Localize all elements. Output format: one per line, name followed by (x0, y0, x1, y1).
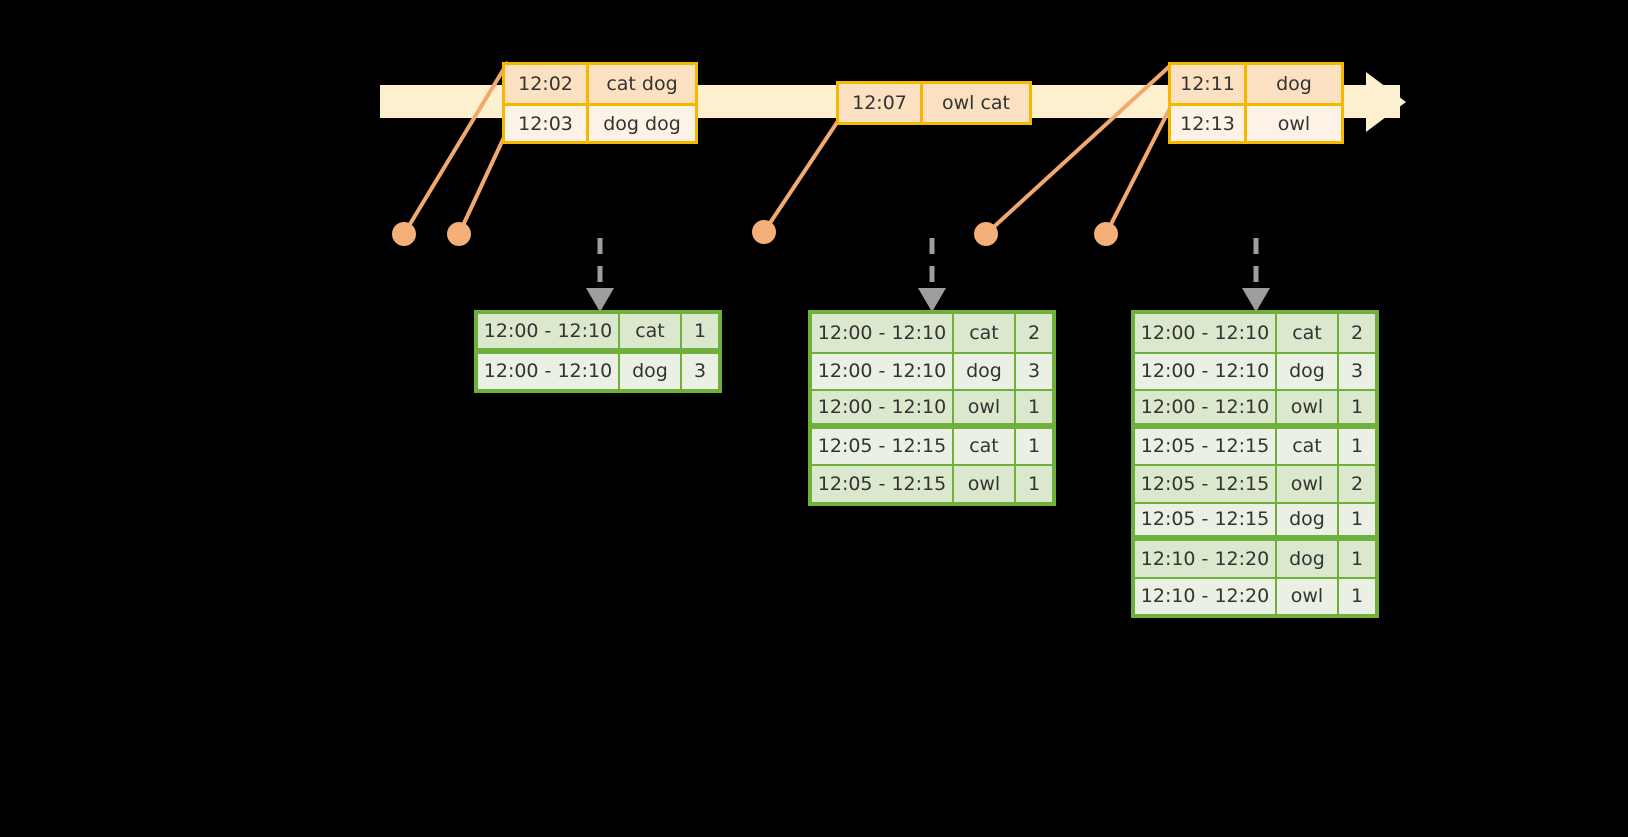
cell-key: cat (954, 314, 1016, 352)
dot-1211 (974, 222, 998, 246)
event-time: 12:11 (1171, 65, 1247, 103)
cell-key: dog (1277, 541, 1339, 577)
cell-window: 12:00 - 12:10 (478, 314, 620, 348)
cell-count: 1 (1027, 395, 1041, 418)
event-time: 12:02 (505, 65, 589, 103)
cell-key: dog (620, 353, 682, 389)
cell-count: 1 (1350, 395, 1364, 418)
event-value: dog dog (603, 112, 681, 135)
timeline-event-box: 12:07 owl cat (836, 81, 1032, 125)
cell-count: 3 (693, 360, 707, 383)
cell-window: 12:10 - 12:20 (1135, 578, 1277, 614)
cell-count: 1 (1027, 435, 1041, 458)
timeline-arrowhead-icon (1366, 72, 1406, 132)
timeline-event-row: 12:11 dog (1171, 65, 1341, 103)
timeline-event-box: 12:11 dog 12:13 owl (1168, 62, 1344, 144)
cell-count: 2 (1350, 472, 1364, 495)
event-time: 12:13 (1171, 106, 1247, 141)
cell-key: cat (954, 428, 1016, 464)
timeline-event-row: 12:02 cat dog (505, 65, 695, 103)
cell-window: 12:05 - 12:15 (1135, 503, 1277, 535)
cell-window: 12:00 - 12:10 (812, 314, 954, 352)
cell-count: 2 (1350, 321, 1364, 344)
dot-1207 (752, 220, 776, 244)
timeline-event-row: 12:13 owl (1171, 103, 1341, 141)
cell-key: owl (954, 466, 1016, 502)
cell-key: cat (1277, 314, 1339, 352)
timeline-event-row: 12:03 dog dog (505, 103, 695, 141)
cell-key: dog (954, 353, 1016, 389)
cell-key: owl (1277, 578, 1339, 614)
cell-count: 1 (1027, 472, 1041, 495)
event-time: 12:03 (505, 106, 589, 141)
cell-key: owl (1277, 391, 1339, 423)
cell-count: 1 (1350, 547, 1364, 570)
cell-key: owl (954, 391, 1016, 423)
cell-window: 12:05 - 12:15 (1135, 428, 1277, 464)
cell-key: cat (1277, 428, 1339, 464)
cell-key: owl (1277, 466, 1339, 502)
cell-count: 2 (1027, 321, 1041, 344)
cell-window: 12:05 - 12:15 (812, 428, 954, 464)
cell-count: 1 (1350, 435, 1364, 458)
cell-window: 12:00 - 12:10 (478, 353, 620, 389)
cell-window: 12:10 - 12:20 (1135, 541, 1277, 577)
cell-window: 12:00 - 12:10 (812, 391, 954, 423)
event-value: owl cat (941, 92, 1011, 114)
cell-key: dog (1277, 503, 1339, 535)
timeline-event-box: 12:02 cat dog 12:03 dog dog (502, 62, 698, 144)
cell-count: 1 (1350, 585, 1364, 608)
dot-1203 (447, 222, 471, 246)
event-value: cat dog (606, 73, 678, 95)
cell-key: dog (1277, 353, 1339, 389)
cell-window: 12:05 - 12:15 (1135, 466, 1277, 502)
cell-count: 3 (1027, 360, 1041, 383)
event-time: 12:07 (839, 84, 923, 122)
cell-window: 12:00 - 12:10 (1135, 353, 1277, 389)
cell-window: 12:00 - 12:10 (812, 353, 954, 389)
event-value: owl (1277, 112, 1311, 135)
cell-count: 1 (693, 319, 707, 342)
event-value: dog (1276, 73, 1312, 95)
cell-key: cat (620, 314, 682, 348)
dot-1202 (392, 222, 416, 246)
dot-1213 (1094, 222, 1118, 246)
cell-window: 12:05 - 12:15 (812, 466, 954, 502)
timeline-event-row: 12:07 owl cat (839, 84, 1029, 122)
cell-window: 12:00 - 12:10 (1135, 314, 1277, 352)
cell-count: 1 (1350, 508, 1364, 531)
cell-count: 3 (1350, 360, 1364, 383)
cell-window: 12:00 - 12:10 (1135, 391, 1277, 423)
